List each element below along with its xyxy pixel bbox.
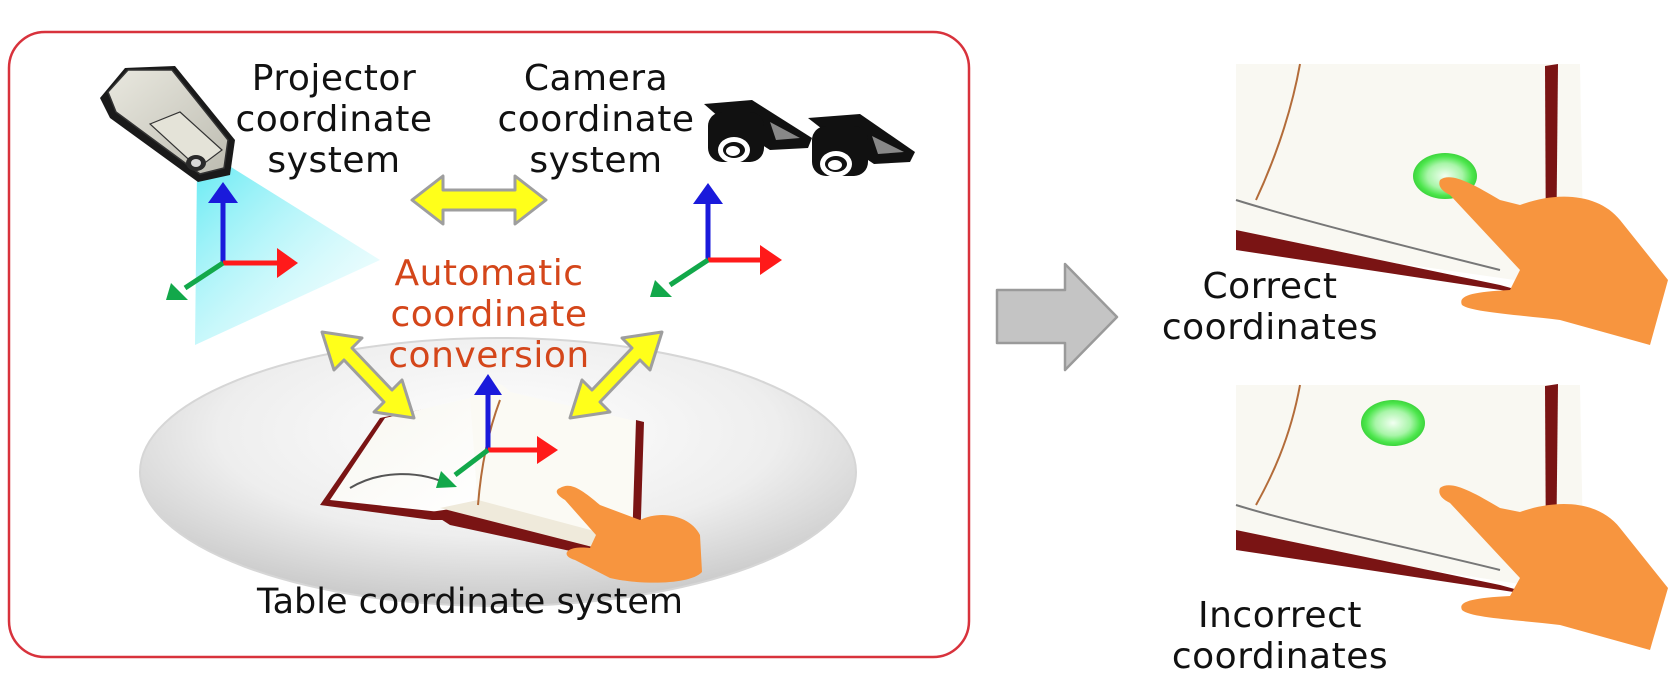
conversion-label-line: coordinate bbox=[390, 294, 588, 335]
correct-label: Correct coordinates bbox=[1150, 266, 1390, 348]
camera-axes-icon bbox=[650, 183, 782, 297]
incorrect-label: Incorrect coordinates bbox=[1160, 595, 1400, 677]
projector-icon bbox=[100, 66, 235, 182]
camera-icon bbox=[704, 100, 812, 163]
table-axes-icon bbox=[436, 374, 558, 488]
right-arrow-icon bbox=[995, 262, 1119, 372]
projector-label-line: Projector bbox=[251, 58, 417, 99]
camera-label-line: system bbox=[529, 140, 663, 181]
camera-label-line: coordinate bbox=[497, 99, 695, 140]
projector-axes-icon bbox=[166, 182, 298, 300]
incorrect-label-line: coordinates bbox=[1171, 636, 1389, 677]
camera-label: Camera coordinate system bbox=[484, 58, 708, 181]
double-arrow-icon bbox=[568, 330, 664, 420]
projector-label: Projector coordinate system bbox=[222, 58, 446, 181]
correct-label-line: Correct bbox=[1202, 266, 1338, 307]
hand-icon bbox=[556, 485, 702, 583]
table-label: Table coordinate system bbox=[210, 582, 730, 623]
hand-icon bbox=[1439, 485, 1668, 650]
conversion-label: Automatic coordinate conversion bbox=[372, 253, 606, 376]
table-label-text: Table coordinate system bbox=[257, 582, 683, 622]
correct-book-icon bbox=[1235, 63, 1668, 345]
incorrect-label-line: Incorrect bbox=[1198, 595, 1362, 636]
camera-label-line: Camera bbox=[523, 58, 669, 99]
projector-label-line: system bbox=[267, 140, 401, 181]
touch-point-icon bbox=[1361, 400, 1425, 446]
correct-label-line: coordinates bbox=[1161, 307, 1379, 348]
book-icon bbox=[320, 383, 644, 560]
projector-label-line: coordinate bbox=[235, 99, 433, 140]
conversion-label-line: conversion bbox=[388, 335, 590, 376]
projector-beam bbox=[195, 162, 380, 345]
incorrect-book-icon bbox=[1235, 384, 1668, 650]
hand-icon bbox=[1439, 177, 1668, 345]
double-arrow-icon bbox=[320, 330, 416, 420]
camera-icon bbox=[808, 114, 915, 177]
double-arrow-icon bbox=[410, 174, 548, 226]
conversion-label-line: Automatic bbox=[394, 253, 584, 294]
